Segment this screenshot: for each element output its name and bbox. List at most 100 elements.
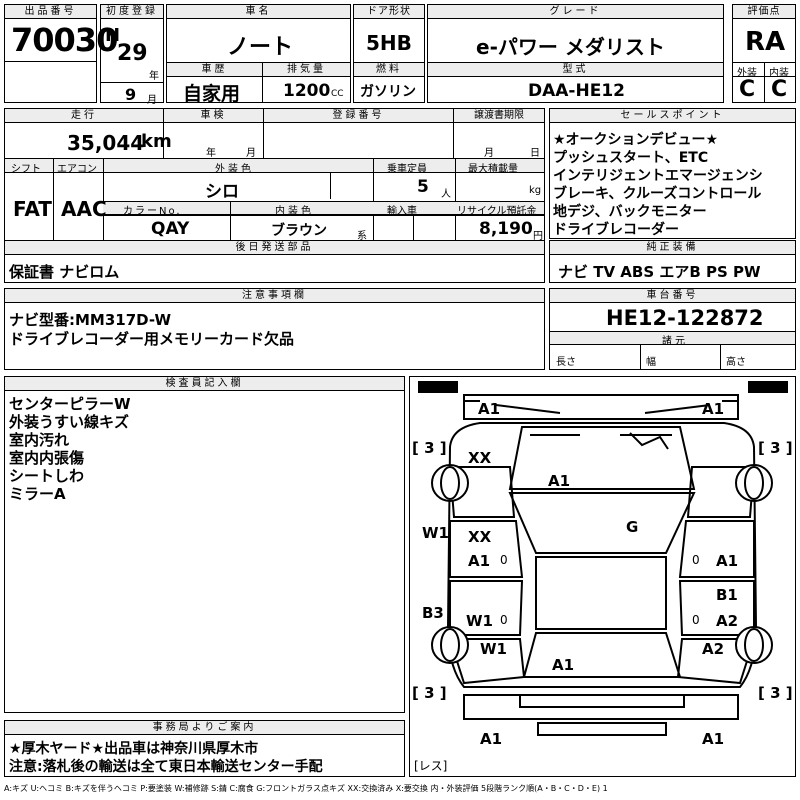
mark-door-r2: 0 — [692, 613, 700, 627]
mark-left-rear-door: W1 — [466, 612, 493, 630]
door-type: 5HB — [366, 31, 412, 55]
lot-blank-box — [4, 61, 97, 103]
later-parts-box: 後日発送部品 保証書 ナビロム — [4, 240, 545, 283]
sales-point-line-2: プッシュスタート、ETC — [553, 150, 709, 166]
score-header: 評価点 — [733, 5, 795, 19]
fuel-header: 燃料 — [354, 63, 424, 77]
first-reg-era: H — [105, 25, 121, 46]
first-registration-box: 初度登録 H 29 年 9 月 — [100, 4, 164, 106]
inspector-header: 検査員記入欄 — [5, 377, 404, 391]
recycle-unit: 円 — [533, 231, 543, 242]
grade: e-パワー メダリスト — [476, 35, 665, 59]
car-name-box: 車名 ノート — [166, 4, 351, 63]
note-line-1: ナビ型番:MM317D-W — [9, 311, 171, 329]
ext-color: シロ — [205, 182, 239, 202]
first-reg-month: 9 — [125, 85, 137, 104]
capacity: 5 — [417, 177, 429, 197]
sales-point-line-4: ブレーキ、クルーズコントロール — [553, 186, 762, 202]
mileage-unit: km — [141, 131, 172, 152]
mark-left-front-door-1: XX — [468, 528, 492, 546]
inspector-note-6: ミラーA — [9, 485, 66, 503]
mark-windshield: G — [626, 518, 639, 536]
inspection-box: 車検 年 月 — [163, 108, 264, 159]
lot-number-box: 出品番号 70030 — [4, 4, 118, 62]
int-header: 内装 — [769, 68, 789, 79]
mileage-box: 走行 35,044 km — [4, 108, 172, 159]
dims-length: 長さ — [556, 357, 576, 368]
mark-left-pillar: W1 — [422, 524, 449, 542]
notes-header: 注意事項欄 — [5, 289, 544, 303]
model: DAA-HE12 — [528, 81, 625, 101]
lot-number-header: 出品番号 — [5, 5, 96, 19]
displacement: 1200 — [283, 81, 331, 101]
office-note-1: ★厚木ヤード★出品車は神奈川県厚木市 — [9, 741, 259, 757]
sales-point-line-5: 地デジ、バックモニター — [553, 204, 707, 220]
sales-point-box: セールスポイント ★オークションデビュー★ プッシュスタート、ETC インテリジ… — [549, 108, 796, 239]
transfer-header: 譲渡書期限 — [454, 109, 544, 123]
genuine-box: 純正装備 ナビ TV ABS エアB PS PW — [549, 240, 796, 283]
door-box: ドア形状 5HB — [353, 4, 425, 63]
dims-height: 高さ — [726, 357, 746, 368]
recycle: 8,190 — [479, 219, 533, 239]
displacement-unit: CC — [331, 89, 344, 99]
legend: A:キズ U:ヘコミ B:キズを伴うヘコミ P:要塗装 W:補修跡 S:錆 C:… — [4, 784, 608, 793]
mark-left-rear-fender: W1 — [480, 640, 507, 658]
mark-door-l2: 0 — [500, 613, 508, 627]
inspector-note-3: 室内汚れ — [9, 431, 70, 449]
mark-hood: A1 — [548, 472, 571, 490]
reg-no-header: 登録番号 — [264, 109, 453, 123]
mark-top-left: A1 — [478, 400, 501, 418]
int-color-suffix: 系 — [357, 231, 367, 242]
office-header: 事務局よりご案内 — [5, 721, 404, 735]
door-header: ドア形状 — [354, 5, 424, 19]
mark-trunk: A1 — [552, 656, 575, 674]
chassis-header: 車台番号 — [550, 289, 795, 303]
first-reg-month-unit: 月 — [147, 95, 157, 106]
office-note-2: 注意:落札後の輸送は全て東日本輸送センター手配 — [9, 759, 323, 775]
inspection-header: 車検 — [164, 109, 263, 123]
displacement-header: 排気量 — [263, 63, 350, 77]
history-header: 車歴 — [167, 63, 262, 77]
office-box: 事務局よりご案内 ★厚木ヤード★出品車は神奈川県厚木市 注意:落札後の輸送は全て… — [4, 720, 405, 777]
model-header: 型式 — [428, 63, 723, 77]
note-line-2: ドライブレコーダー用メモリーカード欠品 — [9, 330, 295, 348]
sales-point-header: セールスポイント — [550, 109, 795, 123]
transfer-day-unit: 日 — [530, 148, 540, 159]
chassis-box: 車台番号 HE12-122872 諸元 長さ 幅 高さ — [549, 288, 796, 370]
specs-grid: シフト エアコン 外装色 乗車定員 最大積載量 FAT AAC シロ 5 人 k… — [4, 158, 545, 242]
notes-box: 注意事項欄 ナビ型番:MM317D-W ドライブレコーダー用メモリーカード欠品 — [4, 288, 545, 370]
int-color-header: 内装色 — [275, 206, 314, 217]
mark-bracket-bl: [ 3 ] — [412, 684, 447, 702]
sales-point-line-6: ドライブレコーダー — [553, 222, 679, 238]
chassis-number: HE12-122872 — [606, 306, 764, 330]
inspection-month-unit: 月 — [246, 148, 256, 159]
car-diagram: A1 A1 [ 3 ] [ 3 ] XX A1 G W1 XX A1 0 0 A… — [409, 376, 796, 777]
mark-top-right: A1 — [702, 400, 725, 418]
mark-bracket-tl: [ 3 ] — [412, 439, 447, 457]
score: RA — [745, 27, 786, 57]
capacity-header: 乗車定員 — [387, 164, 427, 175]
history: 自家用 — [183, 83, 241, 105]
ext-header: 外装 — [737, 68, 757, 79]
first-reg-year: 29 — [117, 41, 148, 66]
capacity-unit: 人 — [441, 189, 451, 200]
color-no: QAY — [151, 219, 190, 239]
model-box: 型式 DAA-HE12 — [427, 62, 724, 103]
mark-door-r: 0 — [692, 553, 700, 567]
inspection-year-unit: 年 — [206, 148, 216, 159]
inspector-note-5: シートしわ — [9, 467, 85, 485]
car-outline-diagram — [418, 381, 788, 736]
first-registration-header: 初度登録 — [101, 5, 163, 19]
genuine-equipment: ナビ TV ABS エアB PS PW — [558, 263, 761, 281]
int-color: ブラウン — [271, 223, 327, 239]
dims-header: 諸元 — [662, 336, 688, 347]
car-name-header: 車名 — [167, 5, 350, 19]
mileage-header: 走行 — [5, 109, 163, 123]
import-header: 輸入車 — [387, 206, 417, 217]
mark-right-rear-door-2: A2 — [716, 612, 739, 630]
fuel-box: 燃料 ガソリン — [353, 62, 425, 103]
inspector-note-1: センターピラーW — [9, 395, 131, 413]
mark-left-sill: B3 — [422, 604, 444, 622]
sales-point-line-1: ★オークションデビュー★ — [553, 132, 719, 148]
transfer-month-unit: 月 — [484, 148, 494, 159]
